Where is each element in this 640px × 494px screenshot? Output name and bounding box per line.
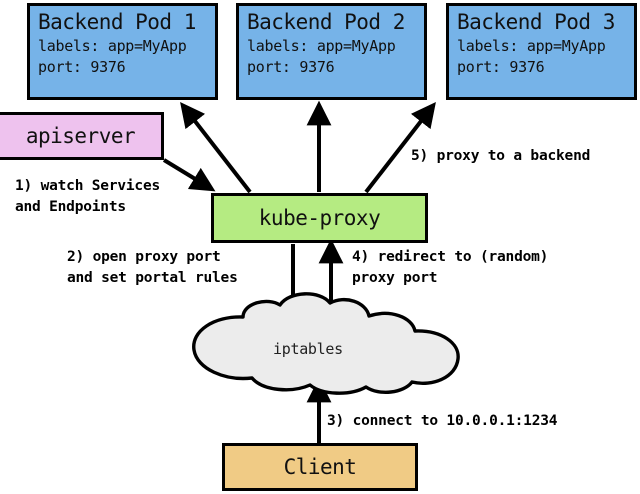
iptables-label: iptables bbox=[273, 340, 343, 358]
backend-pod-1-labels: labels: app=MyApp bbox=[38, 37, 187, 55]
backend-pod-2[interactable]: Backend Pod 2 labels: app=MyApp port: 93… bbox=[236, 3, 427, 100]
apiserver-label: apiserver bbox=[25, 124, 136, 148]
backend-pod-1[interactable]: Backend Pod 1 labels: app=MyApp port: 93… bbox=[27, 3, 218, 100]
step-4-line-2: proxy port bbox=[352, 270, 438, 286]
backend-pod-1-port: port: 9376 bbox=[38, 58, 126, 76]
backend-pod-3-labels: labels: app=MyApp bbox=[457, 37, 606, 55]
client-node[interactable]: Client bbox=[222, 443, 418, 491]
step-3-line-1: 3) connect to 10.0.0.1:1234 bbox=[327, 413, 558, 429]
backend-pod-2-port: port: 9376 bbox=[247, 58, 335, 76]
arrow-apiserver-to-kubeproxy bbox=[162, 158, 216, 192]
step-5-line-1: 5) proxy to a backend bbox=[411, 148, 591, 164]
step-2-line-2: and set portal rules bbox=[67, 270, 238, 286]
step-2-line-1: 2) open proxy port bbox=[67, 249, 221, 265]
backend-pod-3[interactable]: Backend Pod 3 labels: app=MyApp port: 93… bbox=[446, 3, 637, 100]
backend-pod-3-title: Backend Pod 3 bbox=[457, 10, 615, 34]
apiserver-node[interactable]: apiserver bbox=[0, 112, 164, 160]
step-1-line-1: 1) watch Services bbox=[15, 178, 161, 194]
backend-pod-1-title: Backend Pod 1 bbox=[38, 10, 196, 34]
step-4-line-1: 4) redirect to (random) bbox=[352, 249, 549, 265]
backend-pod-2-labels: labels: app=MyApp bbox=[247, 37, 396, 55]
kube-proxy-node[interactable]: kube-proxy bbox=[211, 193, 428, 243]
step-1-line-2: and Endpoints bbox=[15, 199, 126, 215]
arrow-kubeproxy-to-pod1 bbox=[180, 101, 252, 194]
backend-pod-2-title: Backend Pod 2 bbox=[247, 10, 405, 34]
client-label: Client bbox=[283, 455, 357, 479]
kube-proxy-label: kube-proxy bbox=[258, 206, 381, 230]
backend-pod-3-port: port: 9376 bbox=[457, 58, 545, 76]
